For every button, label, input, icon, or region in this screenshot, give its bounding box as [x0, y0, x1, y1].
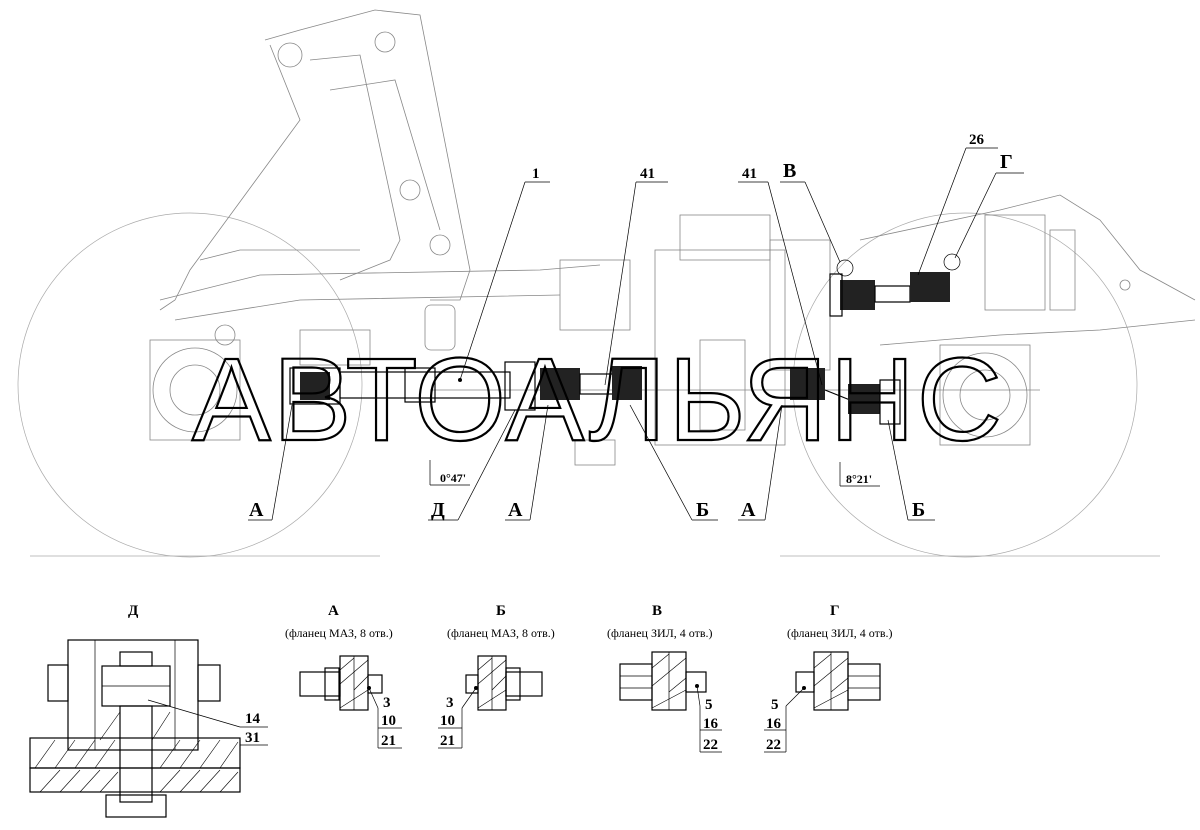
detail-g-part-2: 16 [766, 716, 782, 732]
detail-g-caption: (фланец ЗИЛ, 4 отв.) [787, 626, 893, 640]
detail-a-part-3: 21 [381, 733, 396, 749]
detail-b-title: Б [496, 603, 506, 619]
callout-41-left: 41 [640, 166, 655, 182]
detail-d-part-1: 14 [245, 711, 261, 727]
detail-a-part-2: 10 [381, 713, 396, 729]
machine-background [17, 9, 1196, 558]
detail-b-part-2: 10 [440, 713, 455, 729]
drive-shaft-main [289, 361, 642, 411]
detail-v: В (фланец ЗИЛ, 4 отв.) 5 16 22 [607, 603, 722, 753]
callout-26: 26 [969, 132, 985, 148]
detail-b-caption: (фланец МАЗ, 8 отв.) [447, 626, 555, 640]
callout-view-b-1: Б [696, 499, 709, 521]
drive-shaft-upper [829, 272, 950, 317]
detail-g-part-1: 5 [771, 697, 779, 713]
callouts: 1 41 41 В 26 Г А Д А [248, 132, 1024, 521]
callout-view-a-2: А [508, 499, 523, 521]
detail-v-part-3: 22 [703, 737, 718, 753]
angle-left: 0°47' [440, 471, 466, 485]
detail-a-part-1: 3 [383, 695, 391, 711]
detail-g: Г (фланец ЗИЛ, 4 отв.) 5 16 22 [764, 603, 893, 753]
detail-v-caption: (фланец ЗИЛ, 4 отв.) [607, 626, 713, 640]
callout-view-a-1: А [249, 499, 264, 521]
detail-v-title: В [652, 603, 662, 619]
watermark: АВТОАЛЬЯНС [192, 334, 1004, 466]
callout-view-d: Д [431, 499, 445, 521]
callout-1: 1 [532, 166, 540, 182]
detail-a-caption: (фланец МАЗ, 8 отв.) [285, 626, 393, 640]
detail-b-part-3: 21 [440, 733, 455, 749]
detail-v-part-1: 5 [705, 697, 713, 713]
detail-d-title: Д [128, 603, 139, 619]
callout-view-a-3: А [741, 499, 756, 521]
detail-a: А (фланец МАЗ, 8 отв.) 3 10 21 [285, 603, 402, 749]
detail-b-part-1: 3 [446, 695, 454, 711]
detail-g-part-3: 22 [766, 737, 781, 753]
detail-d: Д 14 31 [29, 603, 268, 818]
callout-view-b-2: Б [912, 499, 925, 521]
detail-b: Б (фланец МАЗ, 8 отв.) 3 10 21 [438, 603, 555, 749]
angle-right: 8°21' [846, 472, 872, 486]
detail-a-title: А [328, 603, 339, 619]
detail-g-title: Г [830, 603, 840, 619]
callout-view-v: В [783, 160, 796, 182]
callout-view-g: Г [1000, 151, 1013, 173]
callout-41-right: 41 [742, 166, 757, 182]
detail-d-part-2: 31 [245, 730, 260, 746]
detail-v-part-2: 16 [703, 716, 719, 732]
